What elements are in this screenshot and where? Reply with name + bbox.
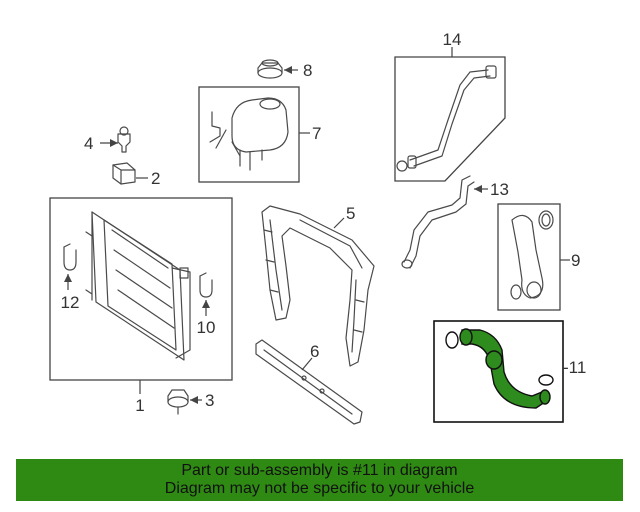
callout-6[interactable]: 6 <box>310 342 319 361</box>
banner-line-2: Diagram may not be specific to your vehi… <box>164 480 475 497</box>
part-3-bolt[interactable] <box>167 389 189 415</box>
part-7-expansion-tank[interactable] <box>198 86 300 183</box>
part-8-reservoir-cap[interactable] <box>257 59 283 79</box>
callout-5[interactable]: 5 <box>346 204 355 223</box>
callout-12[interactable]: 12 <box>61 293 80 312</box>
leader-line-5 <box>333 217 345 229</box>
part-4-clip[interactable] <box>117 126 131 153</box>
callout-13[interactable]: 13 <box>490 180 509 199</box>
leader-arrow-13 <box>474 185 482 193</box>
leader-arrow-3 <box>190 396 198 404</box>
callout-2[interactable]: 2 <box>151 169 160 188</box>
part-1-radiator[interactable] <box>49 197 233 381</box>
part-9-hose[interactable] <box>497 203 561 311</box>
part-10-clip[interactable] <box>199 272 213 298</box>
callout-4[interactable]: 4 <box>84 134 93 153</box>
callout-8[interactable]: 8 <box>303 61 312 80</box>
callout-11[interactable]: -11 <box>563 358 586 377</box>
callout-7[interactable]: 7 <box>312 124 321 143</box>
callout-14[interactable]: 14 <box>443 30 462 49</box>
part-5-shroud-frame[interactable] <box>261 205 375 367</box>
part-2-mount[interactable] <box>112 162 136 185</box>
callout-3[interactable]: 3 <box>205 391 214 410</box>
parts-diagram: 14 8 7 4 2 1 <box>49 30 586 425</box>
leader-arrow-10 <box>202 300 210 308</box>
part-12-clip[interactable] <box>63 243 77 271</box>
info-banner: Part or sub-assembly is #11 in diagram D… <box>16 459 623 501</box>
callout-9[interactable]: 9 <box>571 251 580 270</box>
part-6-seal-strip[interactable] <box>255 339 363 425</box>
part-13-hose[interactable] <box>401 175 475 269</box>
leader-arrow-4 <box>110 139 118 147</box>
leader-arrow-8 <box>284 66 292 74</box>
leader-line-6 <box>301 357 313 371</box>
part-14-coolant-pipe[interactable] <box>394 56 506 182</box>
part-11-highlighted-hose[interactable] <box>433 320 564 423</box>
callout-10[interactable]: 10 <box>197 318 216 337</box>
banner-line-1: Part or sub-assembly is #11 in diagram <box>181 462 458 479</box>
leader-arrow-12 <box>64 274 72 282</box>
callout-1[interactable]: 1 <box>135 396 144 415</box>
